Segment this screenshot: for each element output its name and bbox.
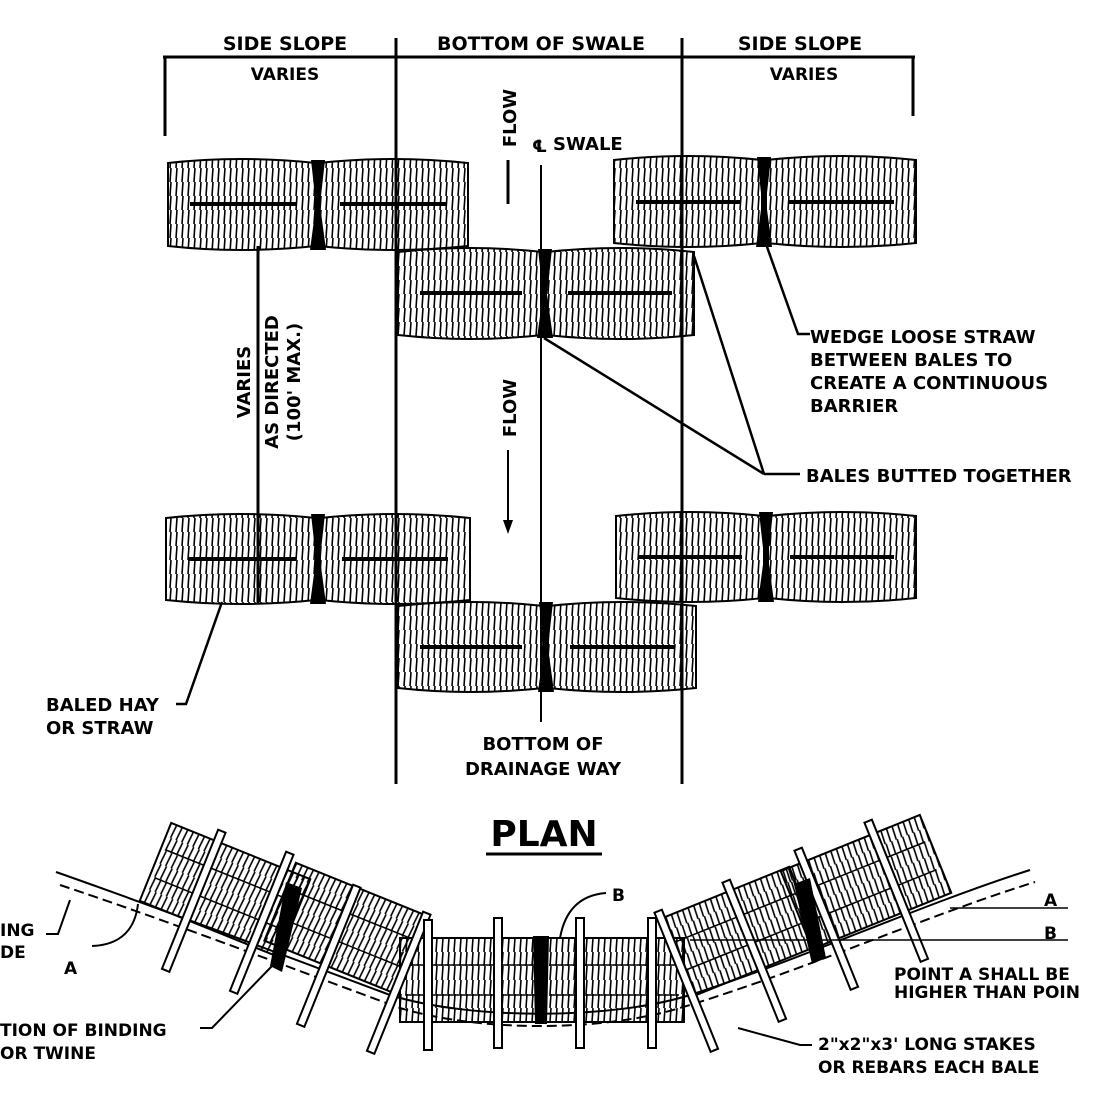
- bale: [765, 155, 917, 248]
- svg-text:FLOW: FLOW: [500, 379, 521, 437]
- binding-callout: TION OF BINDING OR TWINE: [0, 965, 273, 1064]
- bale: [167, 158, 317, 251]
- bale: [397, 247, 544, 340]
- point-b-right-label: B: [1044, 924, 1057, 944]
- section-view: [55, 813, 1068, 1056]
- bale: [397, 601, 545, 693]
- svg-text:AS DIRECTED: AS DIRECTED: [262, 315, 283, 449]
- drainage-way-label: BOTTOM OF DRAINAGE WAY: [465, 734, 622, 780]
- bottom-of-swale-label: BOTTOM OF SWALE: [437, 33, 645, 55]
- bale: [767, 511, 917, 603]
- svg-text:A: A: [64, 959, 78, 979]
- svg-text:OR REBARS EACH BALE: OR REBARS EACH BALE: [818, 1058, 1039, 1078]
- svg-text:BARRIER: BARRIER: [810, 396, 898, 417]
- point-a-note: POINT A SHALL BE HIGHER THAN POIN: [894, 965, 1080, 1003]
- svg-text:(100' MAX.): (100' MAX.): [284, 323, 305, 441]
- existing-grade-callout: ING DE: [0, 899, 71, 963]
- spacing-label: VARIES AS DIRECTED (100' MAX.): [234, 315, 305, 449]
- bale: [615, 511, 765, 603]
- svg-text:WEDGE LOOSE STRAW: WEDGE LOOSE STRAW: [810, 327, 1036, 348]
- centerline-swale-label: ℄ SWALE: [532, 134, 623, 157]
- svg-text:BETWEEN BALES TO: BETWEEN BALES TO: [810, 350, 1012, 371]
- svg-text:CREATE A CONTINUOUS: CREATE A CONTINUOUS: [810, 373, 1048, 394]
- svg-text:ING: ING: [0, 921, 35, 941]
- svg-text:BALED HAY: BALED HAY: [46, 695, 160, 716]
- svg-text:BALES BUTTED TOGETHER: BALES BUTTED TOGETHER: [806, 466, 1072, 487]
- point-b-callout: B: [559, 886, 625, 939]
- svg-text:2"x2"x3' LONG STAKES: 2"x2"x3' LONG STAKES: [818, 1035, 1036, 1055]
- wedge-callout: WEDGE LOOSE STRAW BETWEEN BALES TO CREAT…: [764, 243, 1048, 417]
- point-a-callout: A: [64, 903, 139, 979]
- svg-text:OR STRAW: OR STRAW: [46, 718, 154, 739]
- stakes-callout: 2"x2"x3' LONG STAKES OR REBARS EACH BALE: [737, 1027, 1039, 1078]
- baled-hay-callout: BALED HAY OR STRAW: [46, 601, 224, 739]
- bale: [165, 513, 317, 605]
- svg-text:SWALE: SWALE: [553, 134, 623, 155]
- svg-text:TION OF BINDING: TION OF BINDING: [0, 1021, 167, 1041]
- svg-text:VARIES: VARIES: [234, 346, 255, 418]
- centerline-symbol: ℄: [532, 137, 547, 157]
- svg-text:POINT A SHALL BE: POINT A SHALL BE: [894, 965, 1070, 985]
- side-slope-right-label: SIDE SLOPE: [738, 33, 862, 55]
- svg-text:B: B: [612, 886, 625, 906]
- bale: [613, 155, 763, 248]
- svg-text:HIGHER THAN POIN: HIGHER THAN POIN: [894, 983, 1080, 1003]
- svg-text:BOTTOM OF: BOTTOM OF: [482, 734, 603, 755]
- point-a-right-label: A: [1044, 891, 1058, 911]
- bale: [545, 247, 695, 340]
- bale: [317, 158, 469, 251]
- svg-text:OR TWINE: OR TWINE: [0, 1044, 96, 1064]
- svg-text:DE: DE: [0, 943, 26, 963]
- varies-right-label: VARIES: [770, 65, 838, 85]
- svg-text:PLAN: PLAN: [490, 814, 597, 855]
- flow-arrow-mid: FLOW: [500, 379, 521, 534]
- varies-left-label: VARIES: [251, 65, 319, 85]
- butted-callout: BALES BUTTED TOGETHER: [543, 255, 1072, 487]
- bale: [547, 601, 697, 693]
- bale: [319, 513, 471, 605]
- side-slope-left-label: SIDE SLOPE: [223, 33, 347, 55]
- svg-text:FLOW: FLOW: [500, 89, 521, 147]
- plan-title: PLAN: [486, 814, 602, 856]
- bale-rows: [165, 155, 917, 693]
- flow-arrow-top: FLOW: [500, 89, 521, 204]
- svg-text:DRAINAGE WAY: DRAINAGE WAY: [465, 759, 622, 780]
- section-stakes: [160, 818, 930, 1056]
